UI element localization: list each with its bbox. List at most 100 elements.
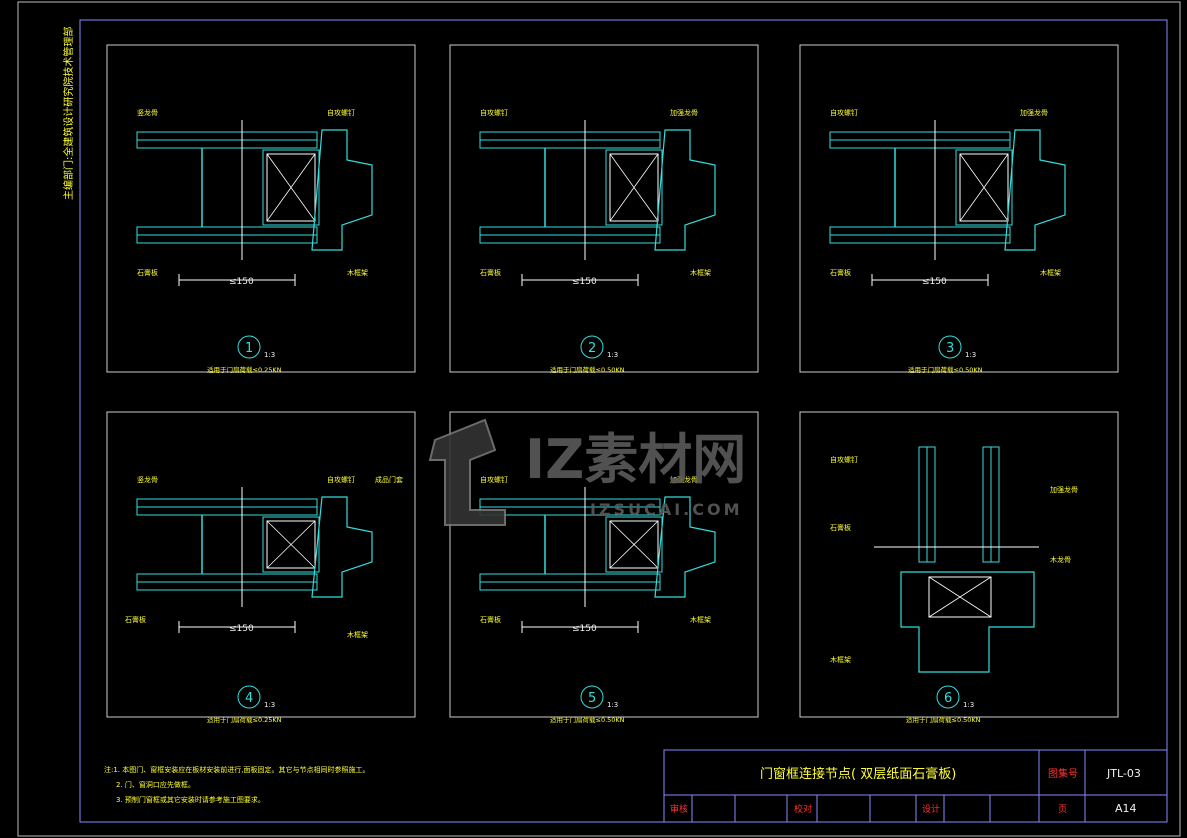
- callout-label: 自攻螺钉: [327, 108, 355, 117]
- callout-label: 成品门套: [375, 475, 403, 484]
- callout-label: 木龙骨: [1050, 555, 1071, 564]
- gypsum-board: [479, 226, 661, 236]
- frame-section: [609, 520, 659, 569]
- panel-frame: [449, 411, 759, 718]
- gypsum-board: [479, 581, 661, 591]
- gypsum-board: [136, 131, 318, 141]
- detail-number-circle: [580, 685, 604, 709]
- wood-frame: [311, 496, 373, 598]
- detail-number: 3: [946, 341, 954, 356]
- wood-frame: [654, 129, 716, 251]
- detail-number-circle: [938, 335, 962, 359]
- gypsum-board: [136, 139, 318, 149]
- frame-section: [266, 153, 316, 222]
- callout-label: 竖龙骨: [137, 475, 158, 484]
- wood-frame: [311, 129, 373, 251]
- watermark: IZ素材网 IZSUCAI.COM: [428, 418, 746, 526]
- callout-label: 加强龙骨: [1020, 108, 1048, 117]
- panel-frame: [106, 44, 416, 373]
- detail-caption: 适用于门扇荷载≤0.25KN: [207, 365, 282, 374]
- dimension-text: ≤150: [229, 277, 254, 287]
- page-number: A14: [1115, 802, 1137, 815]
- gypsum-board: [136, 498, 318, 508]
- callout-label: 石膏板: [830, 268, 851, 277]
- gypsum-board: [926, 446, 936, 563]
- detail-caption: 适用于门扇荷载≤0.50KN: [906, 715, 981, 724]
- panel-frame: [799, 411, 1119, 718]
- gypsum-board: [136, 506, 318, 516]
- callout-label: 木框架: [690, 268, 711, 277]
- callout-label: 木框架: [347, 630, 368, 639]
- callout-label: 石膏板: [480, 268, 501, 277]
- gypsum-board: [479, 573, 661, 583]
- gypsum-board: [829, 226, 1011, 236]
- panel-frame: [449, 44, 759, 373]
- gypsum-board: [136, 234, 318, 244]
- wood-frame: [900, 571, 1035, 673]
- watermark-logo-icon: [428, 418, 506, 526]
- review-label: 审核: [670, 803, 688, 815]
- gypsum-board: [479, 131, 661, 141]
- detail-number-circle: [237, 335, 261, 359]
- callout-label: 自攻螺钉: [480, 475, 508, 484]
- gypsum-board: [829, 131, 1011, 141]
- detail-scale: 1:3: [607, 701, 618, 709]
- dimension-text: ≤150: [572, 624, 597, 634]
- callout-label: 木框架: [690, 615, 711, 624]
- detail-number-circle: [936, 685, 960, 709]
- detail-number-circle: [580, 335, 604, 359]
- detail-caption: 适用于门扇荷载≤0.50KN: [550, 365, 625, 374]
- wood-frame: [654, 496, 716, 598]
- gypsum-board: [136, 573, 318, 583]
- gypsum-board: [829, 139, 1011, 149]
- wood-frame: [1004, 129, 1066, 251]
- detail-caption: 适用于门扇荷载≤0.50KN: [550, 715, 625, 724]
- detail-number: 2: [588, 341, 596, 356]
- watermark-url: IZSUCAI.COM: [590, 500, 743, 519]
- callout-label: 自攻螺钉: [830, 108, 858, 117]
- callout-label: 加强龙骨: [1050, 485, 1078, 494]
- sheet-title: 门窗框连接节点( 双层纸面石膏板): [760, 766, 956, 782]
- callout-label: 木框架: [830, 655, 851, 664]
- detail-scale: 1:3: [264, 701, 275, 709]
- detail-caption: 适用于门扇荷载≤0.25KN: [207, 715, 282, 724]
- detail-scale: 1:3: [607, 351, 618, 359]
- note-1: 注:1. 本图门、窗框安装应在板材安装前进行,面板固定。其它与节点相同时参照施工…: [104, 765, 370, 774]
- set-number: JTL-03: [1106, 767, 1141, 780]
- callout-label: 石膏板: [830, 523, 851, 532]
- gypsum-board: [136, 581, 318, 591]
- frame-section: [266, 520, 316, 569]
- frame-section: [959, 153, 1009, 222]
- frame-section: [609, 153, 659, 222]
- check-label: 校对: [794, 803, 812, 815]
- detail-number: 5: [588, 691, 596, 706]
- gypsum-board: [829, 234, 1011, 244]
- watermark-brand: IZ素材网: [525, 428, 746, 491]
- note-2: 2. 门、窗洞口应先做框。: [116, 780, 195, 789]
- panel-frame: [799, 44, 1119, 373]
- gypsum-board: [990, 446, 1000, 563]
- dimension-text: ≤150: [922, 277, 947, 287]
- detail-number: 1: [245, 341, 253, 356]
- detail-number-circle: [237, 685, 261, 709]
- design-label: 设计: [922, 803, 940, 815]
- detail-scale: 1:3: [264, 351, 275, 359]
- notes: 注:1. 本图门、窗框安装应在板材安装前进行,面板固定。其它与节点相同时参照施工…: [104, 765, 370, 804]
- gypsum-board: [136, 226, 318, 236]
- dimension-text: ≤150: [229, 624, 254, 634]
- callout-label: 木框架: [347, 268, 368, 277]
- detail-caption: 适用于门扇荷载≤0.50KN: [908, 365, 983, 374]
- callout-label: 石膏板: [480, 615, 501, 624]
- set-label: 图集号: [1048, 767, 1078, 780]
- callout-label: 竖龙骨: [137, 108, 158, 117]
- title-block: 门窗框连接节点( 双层纸面石膏板) 图集号 JTL-03 审核 校对 设计 页 …: [663, 749, 1168, 823]
- detail-number: 4: [245, 691, 253, 706]
- callout-label: 木框架: [1040, 268, 1061, 277]
- callout-label: 石膏板: [125, 615, 146, 624]
- dimension-text: ≤150: [572, 277, 597, 287]
- callout-label: 加强龙骨: [670, 475, 698, 484]
- note-3: 3. 预制门窗框或其它安装时请参考施工图要求。: [116, 795, 265, 804]
